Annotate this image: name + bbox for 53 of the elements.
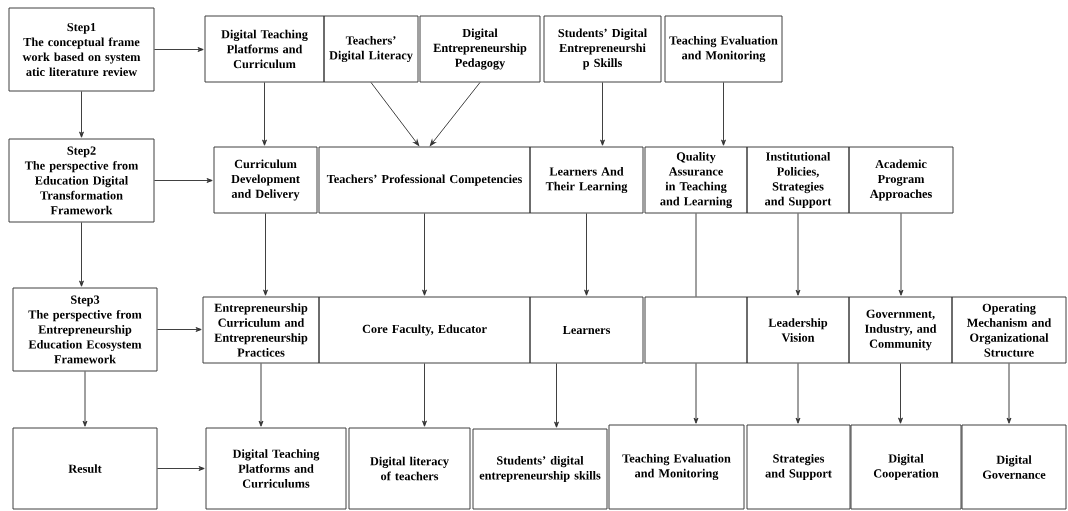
arrow <box>721 82 726 146</box>
arrow <box>600 82 605 146</box>
result-box: Digital Teaching Platforms and Curriculums <box>205 427 347 510</box>
arrow <box>157 466 205 471</box>
arrow <box>898 213 904 296</box>
arrow <box>262 82 267 146</box>
result-box: Result <box>12 427 158 510</box>
framework-box: Curriculum Development and Delivery <box>213 146 318 214</box>
concept-box: Students’ Digital Entrepreneurshi p Skills <box>543 15 662 83</box>
arrow <box>258 363 264 427</box>
ecosystem-box: Learners <box>529 296 644 364</box>
step-box: Step1 The conceptual frame work based on system atic literature review <box>8 7 155 92</box>
arrow <box>370 82 420 146</box>
concept-box: Teaching Evaluation and Monitoring <box>664 15 783 83</box>
result-box: Students’ digital entrepreneurship skills <box>472 428 608 510</box>
result-box: Teaching Evaluation and Monitoring <box>608 424 745 510</box>
concept-box: Digital Entrepreneurship Pedagogy <box>419 15 541 83</box>
arrow <box>79 91 84 138</box>
empty-box <box>644 296 748 364</box>
arrow <box>429 82 481 146</box>
concept-box: Digital Teaching Platforms and Curriculum <box>204 15 325 83</box>
ecosystem-box: Leadership Vision <box>746 296 850 364</box>
ecosystem-box: Operating Mechanism and Organizational Structure <box>951 296 1067 364</box>
framework-box: Learners And Their Learning <box>529 146 644 214</box>
arrow <box>584 213 589 296</box>
concept-box: Teachers’ Digital Literacy <box>323 15 419 83</box>
arrow <box>154 47 204 52</box>
arrow <box>795 213 801 296</box>
framework-box: Academic Program Approaches <box>848 146 954 214</box>
ecosystem-box: Government, Industry, and Community <box>848 296 953 364</box>
arrow <box>154 178 213 183</box>
arrow <box>422 363 427 427</box>
result-box: Digital Governance <box>961 424 1067 510</box>
arrow <box>79 222 84 287</box>
step-box: Step2 The perspective from Education Digital Transformation Framework <box>8 138 155 223</box>
step-box: Step3 The perspective from Entrepreneurship Education Ecosystem Framework <box>12 287 158 372</box>
arrow <box>898 363 903 424</box>
arrow <box>554 363 559 428</box>
framework-box: Institutional Policies, Strategies and Support <box>746 146 850 214</box>
result-box: Digital Cooperation <box>850 424 962 510</box>
arrow <box>422 213 427 296</box>
arrow <box>693 363 699 424</box>
arrow <box>82 371 88 427</box>
arrow <box>795 363 801 424</box>
ecosystem-box: Core Faculty, Educator <box>318 296 531 364</box>
result-box: Digital literacy of teachers <box>348 427 471 510</box>
framework-box: Quality Assurance in Teaching and Learning <box>644 146 748 214</box>
arrow <box>157 327 202 332</box>
result-box: Strategies and Support <box>746 424 851 510</box>
arrow <box>263 213 268 296</box>
ecosystem-box: Entrepreneurship Curriculum and Entrepreneurship Practices <box>202 296 320 364</box>
framework-box: Teachers’ Professional Competencies <box>318 146 531 214</box>
arrow <box>1006 363 1012 424</box>
